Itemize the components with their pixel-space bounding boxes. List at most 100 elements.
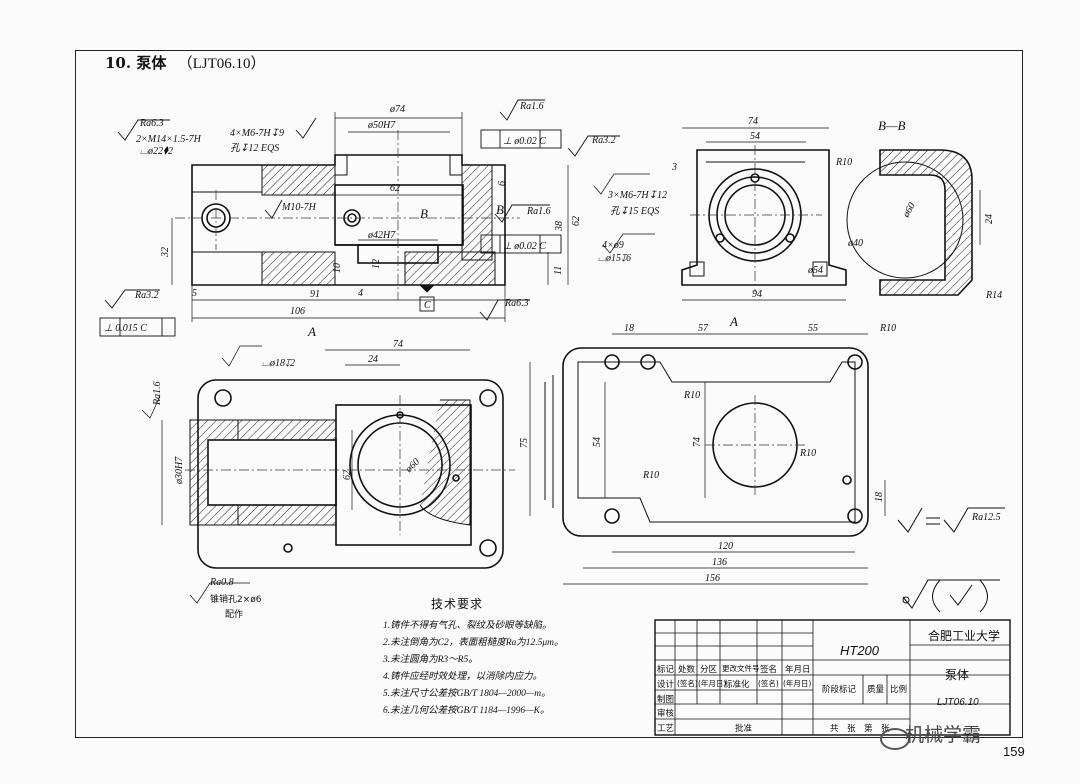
dim-top-74: 74 bbox=[393, 339, 403, 350]
dim-front-106: 106 bbox=[290, 306, 305, 317]
view-a-centerlines bbox=[705, 395, 805, 495]
dim-front-38: 38 bbox=[554, 221, 565, 232]
tb-label-zone: 分区 bbox=[700, 665, 718, 675]
ra-08-top: Ra0.8 bbox=[209, 577, 234, 588]
tb-process: 工艺 bbox=[657, 724, 675, 734]
tb-approve: 批准 bbox=[735, 724, 753, 734]
hole-9-cbore: ⌴ø15↧6 bbox=[598, 253, 631, 264]
side-dim-lines bbox=[593, 127, 846, 301]
dim-bb-r14: R14 bbox=[985, 290, 1002, 301]
tb-stage: 阶段标记 bbox=[822, 685, 857, 695]
dim-a-54: 54 bbox=[592, 437, 603, 447]
dim-a-r10-top: R10 bbox=[879, 323, 896, 334]
part-name: 泵体 bbox=[945, 668, 970, 682]
drawing-frame bbox=[75, 50, 1023, 738]
ra-63-b: Ra6.3 bbox=[504, 298, 529, 309]
dim-a-18: 18 bbox=[624, 323, 634, 334]
dim-a-156: 156 bbox=[705, 573, 720, 584]
dim-a-57: 57 bbox=[698, 323, 709, 334]
dim-side-r10: R10 bbox=[835, 157, 852, 168]
tb-design-sign: (签名) bbox=[677, 679, 698, 688]
general-roughness-symbols bbox=[897, 507, 1005, 613]
gt-flatness-1: ⊥ ø0.02 C bbox=[503, 136, 546, 147]
tb-sheets: 共 张 第 张 bbox=[830, 724, 890, 734]
dim-a-136: 136 bbox=[712, 557, 727, 568]
dim-side-54: 54 bbox=[750, 131, 760, 142]
dim-top-cbore-18: ⌴ø18↧2 bbox=[262, 358, 295, 369]
tb-label-mark: 标记 bbox=[657, 665, 675, 675]
tb-check: 审核 bbox=[657, 709, 675, 719]
dim-bb-d60: ø60 bbox=[900, 201, 918, 220]
ra-32-b: Ra3.2 bbox=[134, 290, 159, 301]
dim-front-62v: 62 bbox=[571, 216, 582, 226]
tb-label-sign: 签名 bbox=[760, 665, 778, 675]
gt-flatness-2: ⊥ ø0.02 C bbox=[503, 241, 546, 252]
thread-m6: 4×M6-7H↧9 bbox=[230, 128, 284, 139]
dim-a-75: 75 bbox=[519, 438, 530, 448]
ra-16-top: Ra1.6 bbox=[152, 381, 163, 406]
dim-front-6: 6 bbox=[497, 181, 508, 186]
side-centerlines bbox=[690, 145, 822, 292]
section-marker-b2: B bbox=[496, 202, 504, 217]
front-section-view bbox=[191, 154, 506, 286]
gt-perp-3: ⊥ 0.015 C bbox=[104, 323, 147, 334]
tb-design: 设计 bbox=[657, 680, 675, 690]
thread-m10: M10-7H bbox=[281, 202, 317, 213]
ra-32-a: Ra3.2 bbox=[591, 135, 616, 146]
title-number: 10. bbox=[105, 54, 132, 72]
tech-item: 1.铸件不得有气孔、裂纹及砂眼等缺陷。 bbox=[383, 621, 552, 631]
ra-16-a: Ra1.6 bbox=[519, 101, 544, 112]
dim-side-94: 94 bbox=[752, 289, 762, 300]
page-title: 10. 泵体 （LJT06.10） bbox=[105, 52, 266, 73]
dim-front-74: ø74 bbox=[389, 104, 405, 115]
tb-design-date: (年月日) bbox=[698, 679, 727, 688]
section-marker-b1: B bbox=[420, 206, 428, 221]
tb-label-date: 年月日 bbox=[785, 665, 811, 675]
tb-standard: 标准化 bbox=[724, 680, 750, 690]
title-name: 泵体 bbox=[136, 54, 167, 72]
datum-c: C bbox=[424, 300, 431, 311]
front-roughness-marks bbox=[104, 99, 620, 321]
dim-a-r10-slot: R10 bbox=[683, 390, 700, 401]
tb-label-count: 处数 bbox=[678, 665, 696, 675]
view-label-a: A bbox=[729, 314, 738, 329]
dim-front-10: 10 bbox=[332, 263, 343, 273]
technical-requirements: 技术要求 1.铸件不得有气孔、裂纹及砂眼等缺陷。 2.未注倒角为C2，表面粗糙度… bbox=[383, 595, 643, 720]
pin-hole-note-2: 配作 bbox=[225, 608, 243, 620]
top-view bbox=[189, 379, 504, 569]
pin-hole-note: 锥销孔2×ø6 bbox=[210, 593, 262, 605]
thread-m14-depth: ⌴ø22⧫2 bbox=[140, 146, 173, 157]
top-centerlines bbox=[185, 395, 515, 535]
view-arrow-a: A bbox=[307, 324, 316, 339]
tb-label-change: 更改文件号 bbox=[722, 664, 760, 673]
tb-mass: 质量 bbox=[867, 685, 885, 695]
ra-125-general: Ra12.5 bbox=[971, 512, 1001, 523]
tb-standard-date: (年月日) bbox=[783, 679, 812, 688]
dim-front-4: 4 bbox=[358, 288, 363, 299]
thread-m6-eqs: 孔↧12 EQS bbox=[230, 142, 279, 154]
watermark-text: 机械学霸 bbox=[905, 724, 982, 746]
thread-m14: 2×M14×1.5-7H bbox=[136, 134, 202, 145]
thread-m6-side-eqs: 孔↧15 EQS bbox=[610, 205, 659, 217]
dim-side-3: 3 bbox=[671, 162, 677, 173]
tb-scale: 比例 bbox=[890, 685, 908, 695]
dim-front-62: 62 bbox=[390, 183, 400, 194]
dim-a-r10-right: R10 bbox=[799, 448, 816, 459]
wechat-icon bbox=[880, 728, 910, 750]
front-gt-frame bbox=[99, 129, 562, 337]
tech-item: 6.未注几何公差按GB/T 1184—1996—K。 bbox=[383, 706, 550, 716]
dim-a-18-right: 18 bbox=[874, 492, 885, 502]
dim-top-62: 62 bbox=[342, 470, 353, 480]
dim-a-r10-left: R10 bbox=[642, 470, 659, 481]
dim-bb-24: 24 bbox=[984, 214, 995, 224]
tech-item: 5.未注尺寸公差按GB/T 1804—2000—m。 bbox=[383, 689, 551, 699]
dim-front-11: 11 bbox=[553, 266, 564, 275]
front-dimension-lines bbox=[171, 112, 569, 322]
page-number: 159 bbox=[1003, 744, 1025, 759]
dim-front-42: ø42H7 bbox=[367, 230, 396, 241]
dim-front-32: 32 bbox=[160, 247, 171, 258]
dim-front-91: 91 bbox=[310, 289, 320, 300]
dim-a-55: 55 bbox=[808, 323, 818, 334]
tb-standard-sign: (签名) bbox=[758, 679, 779, 688]
